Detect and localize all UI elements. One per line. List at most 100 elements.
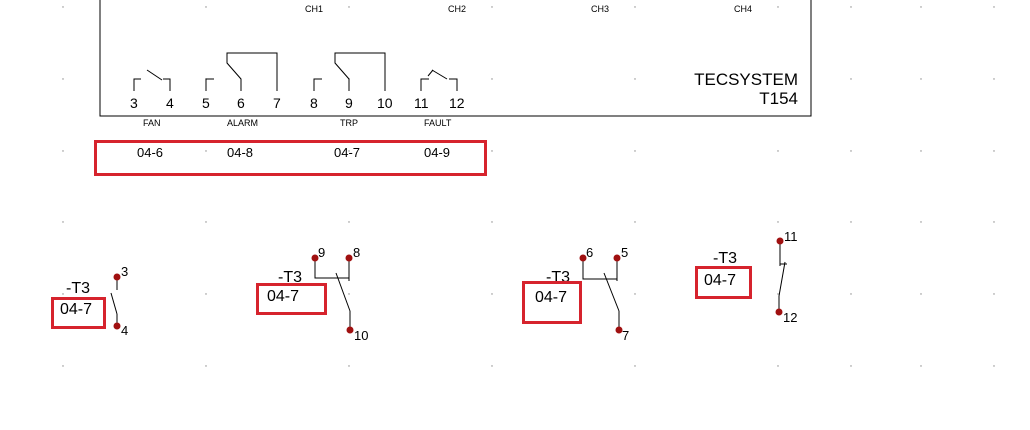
grid-dot: [850, 78, 852, 80]
terminal-dot: [613, 254, 621, 262]
channel-label: CH1: [305, 4, 324, 14]
grid-dot: [491, 293, 493, 295]
grid-dot: [634, 6, 636, 8]
function-label: ALARM: [227, 118, 259, 128]
terminal-number: 9: [345, 95, 353, 111]
device-model: T154: [759, 89, 798, 108]
function-label: FAN: [143, 118, 161, 128]
contact-reference[interactable]: 04-7: [267, 288, 300, 305]
grid-dot: [491, 221, 493, 223]
grid-dot: [62, 293, 64, 295]
grid-dot: [920, 293, 922, 295]
contact-reference[interactable]: 04-7: [704, 272, 737, 289]
channel-label: CH2: [448, 4, 467, 14]
grid-dot: [62, 365, 64, 367]
grid-dot: [777, 78, 779, 80]
cross-reference[interactable]: 04-8: [227, 145, 254, 160]
terminal-dot: [345, 254, 353, 262]
grid-dot: [850, 293, 852, 295]
grid-dot: [850, 365, 852, 367]
reference-highlight: [522, 281, 582, 324]
grid-dot: [777, 150, 779, 152]
terminal-dot: [113, 273, 121, 281]
grid-dot: [348, 293, 350, 295]
grid-dot: [777, 365, 779, 367]
cross-reference[interactable]: 04-7: [334, 145, 361, 160]
grid-dot: [777, 6, 779, 8]
function-label: TRP: [340, 118, 358, 128]
terminal-dot: [346, 326, 354, 334]
grid-dot: [348, 365, 350, 367]
grid-dot: [491, 78, 493, 80]
grid-dot: [993, 293, 995, 295]
terminal-number: 10: [377, 95, 393, 111]
grid-dot: [205, 293, 207, 295]
grid-dot: [920, 78, 922, 80]
grid-dot: [920, 221, 922, 223]
contact-3-symbol: [582, 259, 620, 330]
alarm-contact-symbol: [205, 52, 278, 91]
fault-contact-symbol: [420, 69, 458, 91]
grid-dot: [491, 6, 493, 8]
cross-reference[interactable]: 04-9: [424, 145, 451, 160]
terminal-dot: [311, 254, 319, 262]
pin-number: 10: [354, 328, 369, 343]
grid-dot: [850, 6, 852, 8]
grid-dot: [62, 78, 64, 80]
pin-number: 6: [586, 245, 594, 260]
channel-label: CH3: [591, 4, 610, 14]
grid-dot: [993, 6, 995, 8]
terminal-number: 4: [166, 95, 174, 111]
grid-dot: [205, 221, 207, 223]
terminal-number: 11: [414, 95, 429, 111]
grid-dot: [348, 150, 350, 152]
contact-1-symbol: [110, 278, 118, 328]
grid-dot: [634, 293, 636, 295]
grid-dots: [62, 6, 995, 367]
pin-number: 9: [318, 245, 326, 260]
pin-number: 7: [622, 328, 630, 343]
terminal-dot: [113, 322, 121, 330]
contact-tag: -T3: [278, 269, 302, 286]
reference-highlight: [256, 283, 327, 315]
reference-highlight: [695, 266, 752, 299]
grid-dot: [348, 6, 350, 8]
terminal-number: 5: [202, 95, 210, 111]
grid-dot: [62, 6, 64, 8]
grid-dot: [491, 150, 493, 152]
contact-reference[interactable]: 04-7: [60, 301, 93, 318]
reference-highlight: [51, 297, 106, 329]
pin-number: 12: [783, 310, 798, 325]
grid-dot: [62, 150, 64, 152]
grid-dot: [993, 221, 995, 223]
terminal-dot: [615, 326, 623, 334]
channel-label: CH4: [734, 4, 753, 14]
grid-dot: [205, 150, 207, 152]
grid-dot: [920, 365, 922, 367]
pin-number: 8: [353, 245, 361, 260]
trp-contact-symbol: [313, 52, 386, 91]
cross-reference[interactable]: 04-6: [137, 145, 164, 160]
grid-dot: [993, 150, 995, 152]
terminal-number: 3: [130, 95, 138, 111]
contact-4-symbol: [778, 242, 787, 312]
terminal-dot: [579, 254, 587, 262]
terminal-number: 6: [237, 95, 245, 111]
device-outline: [99, 0, 812, 117]
pin-number: 5: [621, 245, 629, 260]
contact-tag: -T3: [66, 280, 90, 297]
terminal-dot: [775, 308, 783, 316]
reference-highlight: [94, 140, 487, 176]
grid-dot: [491, 365, 493, 367]
contact-reference[interactable]: 04-7: [535, 289, 568, 306]
grid-dot: [634, 78, 636, 80]
grid-dot: [850, 221, 852, 223]
grid-dot: [634, 221, 636, 223]
device-brand: TECSYSTEM: [694, 70, 798, 89]
grid-dot: [634, 150, 636, 152]
grid-dot: [993, 365, 995, 367]
contact-tag: -T3: [713, 250, 737, 267]
function-label: FAULT: [424, 118, 452, 128]
grid-dot: [777, 221, 779, 223]
grid-dot: [205, 365, 207, 367]
